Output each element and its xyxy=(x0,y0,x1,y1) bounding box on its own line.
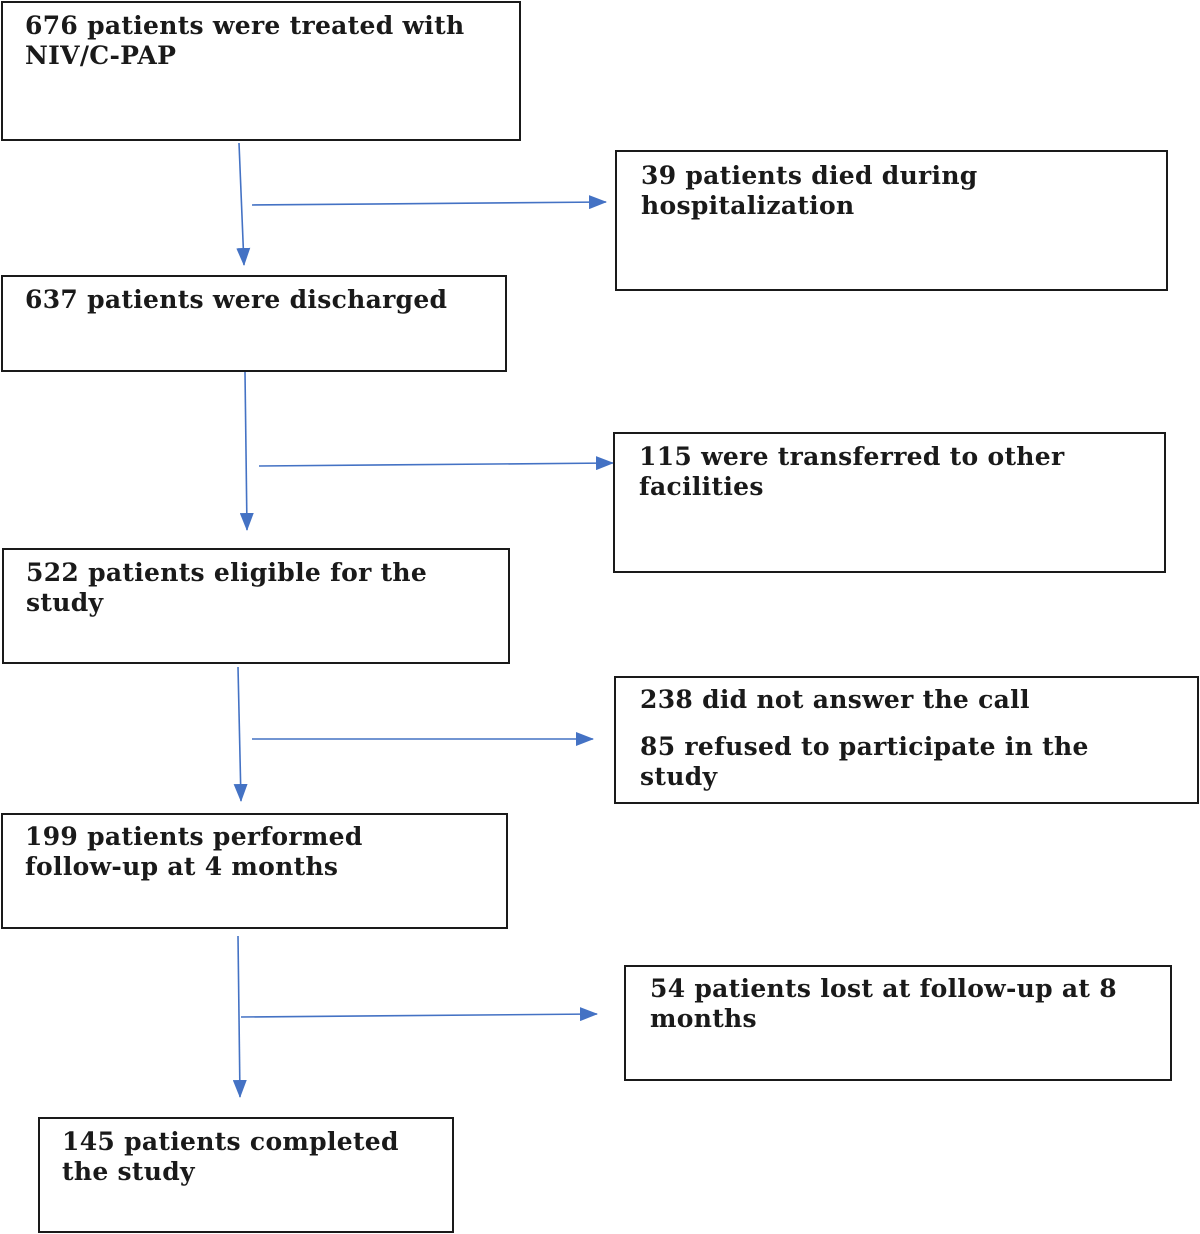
arrow-to-transferred xyxy=(258,456,614,471)
box-discharged: 637 patients were discharged xyxy=(1,275,507,372)
box-eligible: 522 patients eligible for the study xyxy=(2,548,510,664)
arrow-eligible-to-followup4 xyxy=(233,666,248,802)
box-excluded: 238 did not answer the call 85 refused t… xyxy=(614,676,1199,804)
box-lost-8-text: 54 patients lost at follow-up at 8 month… xyxy=(650,974,1117,1033)
arrow-followup4-to-completed xyxy=(232,935,247,1098)
box-died-text: 39 patients died during hospitalization xyxy=(641,161,978,220)
box-no-answer-text: 238 did not answer the call xyxy=(640,685,1030,714)
box-treated: 676 patients were treated with NIV/C-PAP xyxy=(1,1,521,141)
box-completed: 145 patients completed the study xyxy=(38,1117,454,1233)
arrow-to-lost xyxy=(240,1007,598,1022)
arrow-treated-to-discharged xyxy=(236,142,251,266)
box-completed-text: 145 patients completed the study xyxy=(62,1127,399,1186)
box-followup-4-months: 199 patients performed follow-up at 4 mo… xyxy=(1,813,508,929)
arrow-to-died xyxy=(251,195,607,210)
box-followup-4-text: 199 patients performed follow-up at 4 mo… xyxy=(25,822,363,881)
box-refused-text: 85 refused to participate in the study xyxy=(640,732,1089,791)
box-died: 39 patients died during hospitalization xyxy=(615,150,1168,291)
arrow-discharged-to-eligible xyxy=(239,371,254,531)
box-transferred: 115 were transferred to other facilities xyxy=(613,432,1166,573)
box-eligible-text: 522 patients eligible for the study xyxy=(26,558,428,617)
box-lost-8-months: 54 patients lost at follow-up at 8 month… xyxy=(624,965,1172,1081)
box-treated-text: 676 patients were treated with NIV/C-PAP xyxy=(25,11,465,70)
box-discharged-text: 637 patients were discharged xyxy=(25,285,448,314)
box-transferred-text: 115 were transferred to other facilities xyxy=(639,442,1065,501)
